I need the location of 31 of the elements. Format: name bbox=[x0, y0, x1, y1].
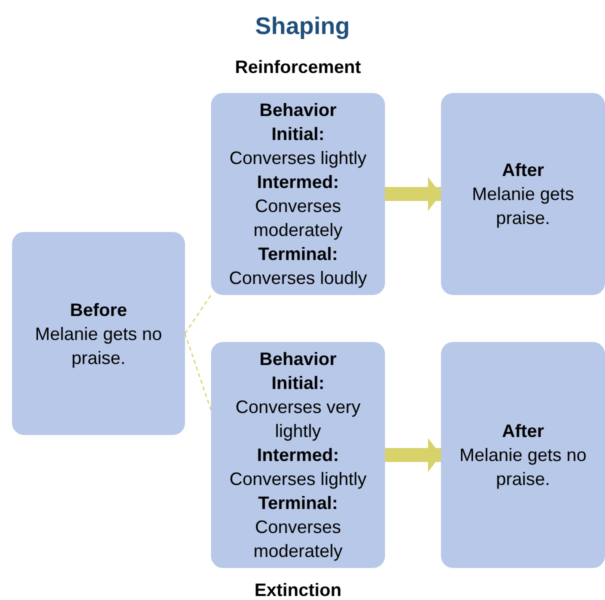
box-heading: Terminal: bbox=[257, 492, 339, 515]
box-heading: After bbox=[500, 420, 545, 443]
box-text: Melanie gets no praise. bbox=[34, 322, 164, 370]
block-arrow bbox=[385, 177, 441, 211]
section-label: Extinction bbox=[253, 579, 342, 600]
box-heading: Behavior bbox=[258, 99, 338, 122]
box-text: Converses loudly bbox=[228, 267, 368, 290]
diagram-title: Shaping bbox=[255, 12, 350, 42]
box-text: Converses lightly bbox=[228, 147, 368, 170]
dashed-line bbox=[184, 333, 212, 410]
box-text: Converses lightly bbox=[228, 468, 368, 491]
box-heading: After bbox=[500, 159, 545, 182]
box-heading: Behavior bbox=[258, 348, 338, 371]
box-text: Melanie gets praise. bbox=[470, 183, 576, 230]
box-heading: Intermed: bbox=[256, 171, 340, 194]
box-heading: Initial: bbox=[270, 123, 326, 146]
process-box bbox=[211, 342, 385, 568]
box-heading: Initial: bbox=[270, 372, 326, 395]
section-label: Reinforcement bbox=[234, 56, 362, 79]
box-text: Converses very lightly bbox=[234, 396, 362, 443]
box-text: Converses moderately bbox=[252, 195, 344, 242]
process-box bbox=[441, 342, 605, 568]
dashed-line bbox=[184, 294, 212, 334]
process-box bbox=[211, 93, 385, 295]
box-heading: Before bbox=[68, 298, 128, 322]
process-box bbox=[441, 93, 605, 295]
box-text: Melanie gets no praise. bbox=[458, 444, 588, 491]
process-box bbox=[12, 232, 185, 435]
box-text: Converses moderately bbox=[252, 516, 344, 563]
box-heading: Intermed: bbox=[256, 444, 340, 467]
box-heading: Terminal: bbox=[257, 243, 339, 266]
